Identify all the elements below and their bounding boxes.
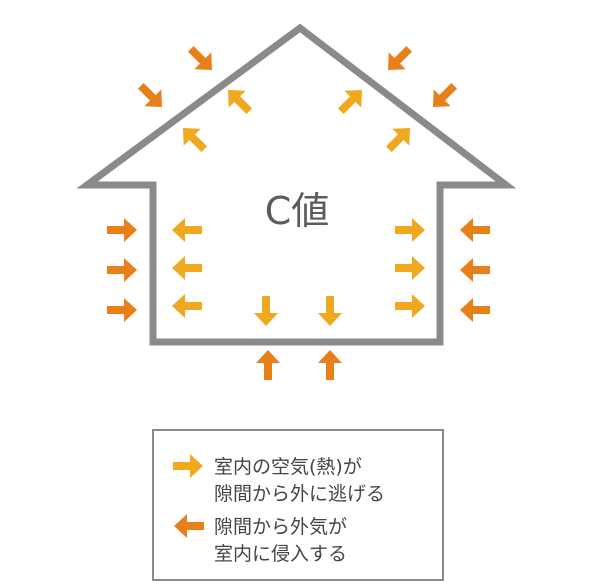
escape-arrow-right-2	[395, 256, 425, 280]
escape-arrow-floor-1	[254, 296, 278, 326]
infiltrate-arrow-roof-right-1	[379, 40, 418, 79]
legend-infiltrate-line1: 隙間から外気が	[214, 516, 347, 538]
escape-arrow-left-3	[172, 294, 202, 318]
legend-escape-line2: 隙間から外に逃げる	[214, 483, 385, 505]
escape-arrow-roof-right-1	[332, 81, 371, 120]
escape-arrow-floor-2	[318, 296, 342, 326]
infiltrate-arrow-roof-left-2	[182, 40, 221, 79]
legend-escape-line1: 室内の空気(熱)が	[214, 456, 362, 478]
escape-arrow-left-2	[172, 256, 202, 280]
diagram-title: C値	[265, 189, 330, 233]
legend-infiltrate-line2: 室内に侵入する	[214, 543, 347, 565]
infiltrate-arrow-bottom-2	[318, 350, 342, 380]
infiltrate-arrow-roof-left-1	[132, 77, 171, 116]
infiltrate-arrow-left-2	[107, 258, 137, 282]
escape-arrow-left-1	[172, 218, 202, 242]
legend-box	[152, 429, 444, 581]
escape-arrow-right-1	[395, 218, 425, 242]
infiltrate-arrow-left-3	[107, 298, 137, 322]
infiltrate-arrow-right-1	[460, 218, 490, 242]
escape-arrow-roof-left-2	[174, 119, 213, 158]
infiltrate-arrow-right-3	[460, 298, 490, 322]
infiltrate-arrow-bottom-1	[256, 350, 280, 380]
infiltrate-arrow-left-1	[107, 218, 137, 242]
infiltrate-arrow-right-2	[460, 258, 490, 282]
escape-arrow-right-3	[395, 294, 425, 318]
house-outline	[76, 23, 517, 346]
escape-arrow-roof-right-2	[380, 119, 419, 158]
infiltrate-arrow-roof-right-2	[424, 77, 463, 116]
